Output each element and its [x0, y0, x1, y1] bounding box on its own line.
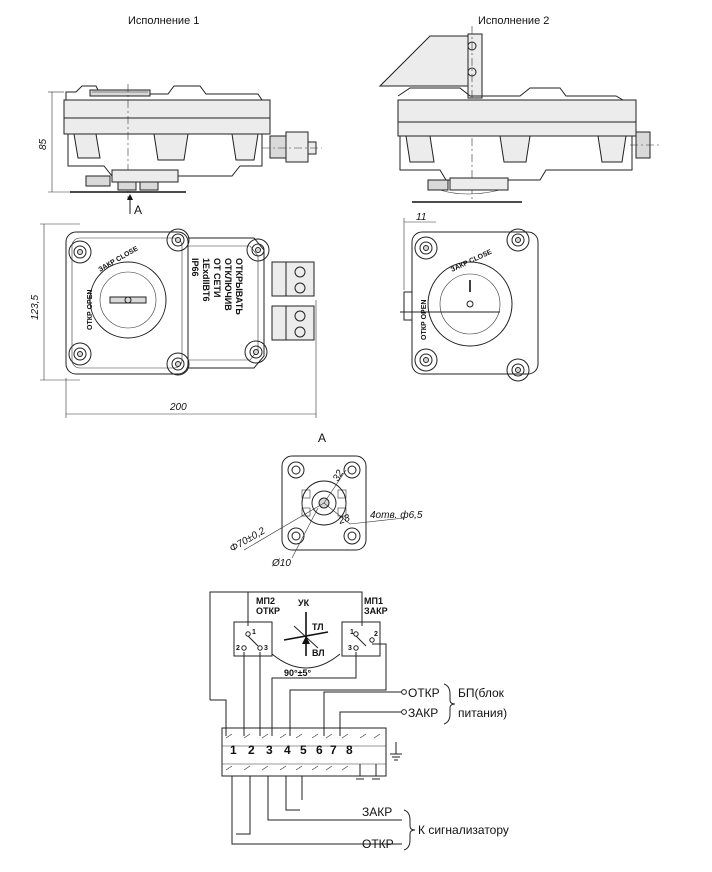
dim-28: 28: [336, 513, 352, 528]
mp1-label: МП1: [364, 596, 383, 606]
bolt-boss: [414, 348, 438, 372]
terminal-number: 7: [330, 743, 337, 757]
dim-holes: 4отв. ф6,5: [370, 509, 423, 521]
uk-label: УК: [298, 598, 310, 608]
dim-height-85: 85: [38, 138, 49, 150]
terminal-number: 8: [346, 743, 353, 757]
bolt-boss: [68, 240, 92, 264]
bolt-boss: [68, 342, 92, 366]
view-a-detail: Φ70±0,2 Ø10 4отв. ф6,5 32 28: [228, 455, 423, 569]
dial-close-text: ЗАКР CLOSE: [98, 245, 140, 273]
caption-variant-2: Исполнение 2: [478, 15, 549, 27]
bolt-boss: [246, 238, 270, 262]
bolt-boss: [506, 228, 530, 252]
warning-label-plate: ОТКРЫВАТЬ ОТКЛЮЧИВ ОТ СЕТИ 1ExdIIBT6 IP6…: [190, 258, 244, 315]
wiring-schematic: МП2 ОТКР МП1 ЗАКР 1 2 3 1 2 3 УК ТЛ ВЛ 9…: [209, 591, 509, 851]
cable-entry: [271, 305, 315, 341]
ground-icon: [390, 742, 402, 761]
bp-label-1: БП(блок: [458, 686, 505, 700]
variant-2-top-view: ЗАКР CLOSE ОТКР OPEN 11: [400, 212, 539, 382]
bp-label-2: питания): [458, 706, 507, 720]
label-line: 1ExdIIBT6: [201, 258, 211, 302]
dim-width-200: 200: [169, 402, 187, 413]
signaller-label: К сигнализатору: [418, 823, 509, 837]
dim-dia-70: Φ70±0,2: [228, 525, 268, 554]
sw-pin: 1: [350, 629, 354, 636]
variant-2-side-view: [378, 26, 662, 203]
mp2-label: МП2: [256, 596, 275, 606]
terminal-block: [221, 727, 387, 777]
terminal-number: 2: [248, 743, 255, 757]
sw-pin: 3: [348, 645, 352, 652]
view-a-title: A: [318, 431, 326, 445]
view-a-marker: A: [134, 203, 142, 217]
terminal-number: 1: [230, 743, 237, 757]
ground-icon: [354, 764, 366, 780]
mp2-state: ОТКР: [256, 606, 280, 616]
out-zakr-bp: ЗАКР: [408, 706, 438, 720]
tl-label: ТЛ: [312, 622, 324, 632]
sw-pin: 3: [264, 645, 268, 652]
bolt-boss: [244, 340, 268, 364]
label-line: ОТКРЫВАТЬ: [234, 258, 244, 315]
vl-label: ВЛ: [312, 648, 325, 658]
dim-32: 32: [331, 468, 346, 484]
variant-1-top-view: ЗАКР CLOSE ОТКР OPEN ОТКРЫВАТЬ ОТКЛЮЧИВ …: [30, 223, 317, 418]
label-line: IP66: [190, 258, 200, 277]
switch-mp1: [341, 621, 381, 657]
angle-label: 90°±5°: [284, 668, 312, 678]
arrow-up-icon: [302, 636, 310, 644]
dial-close-text: ЗАКР CLOSE: [450, 249, 494, 274]
sw-pin: 2: [236, 645, 240, 652]
position-dial: ЗАКР CLOSE ОТКР OPEN: [87, 245, 167, 339]
out-otkr-bp: ОТКР: [408, 686, 440, 700]
dial-open-text: ОТКР OPEN: [421, 300, 428, 340]
terminal-number: 3: [266, 743, 273, 757]
out-otkr-sig: ОТКР: [362, 837, 394, 851]
position-dial: ЗАКР CLOSE ОТКР OPEN: [400, 249, 513, 347]
variant-1-side-view: 85 A: [38, 84, 322, 217]
switch-mp2: [233, 621, 273, 657]
dim-height-123-5: 123,5: [30, 295, 41, 320]
label-line: ОТ СЕТИ: [212, 258, 222, 297]
dim-offset-11: 11: [416, 212, 426, 223]
caption-variant-1: Исполнение 1: [128, 15, 199, 27]
dial-open-text: ОТКР OPEN: [87, 290, 94, 330]
sw-pin: 1: [252, 629, 256, 636]
bolt-boss: [166, 352, 190, 376]
terminal-number: 4: [284, 743, 291, 757]
label-line: ОТКЛЮЧИВ: [223, 258, 233, 311]
sw-pin: 2: [374, 631, 378, 638]
bolt-boss: [414, 236, 438, 260]
ground-icon: [370, 764, 382, 780]
terminal-number: 6: [316, 743, 323, 757]
mp1-state: ЗАКР: [364, 606, 388, 616]
arrow-up-icon: [127, 194, 133, 200]
dim-dia-10: Ø10: [271, 558, 291, 569]
out-zakr-sig: ЗАКР: [362, 805, 392, 819]
bolt-boss: [506, 358, 530, 382]
bolt-boss: [166, 228, 190, 252]
cable-entry: [271, 261, 315, 297]
terminal-number: 5: [300, 743, 307, 757]
